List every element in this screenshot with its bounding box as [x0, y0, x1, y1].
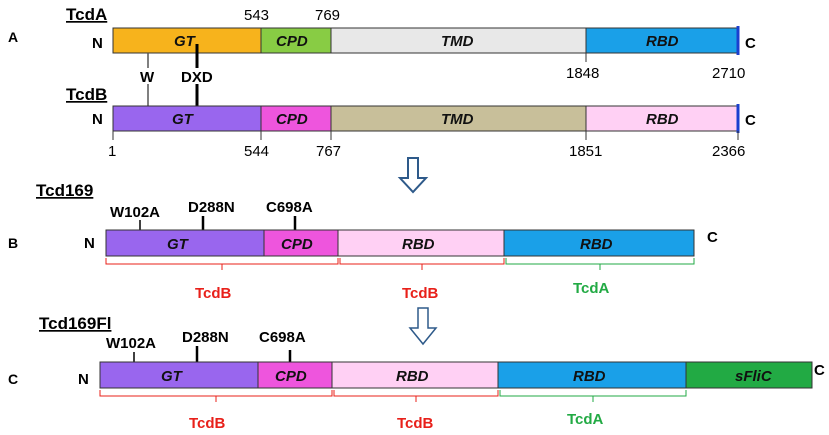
tcd169fl-sflic-domain	[685, 361, 813, 389]
tcd169fl-gt-label: GT	[161, 368, 184, 385]
tcd169fl-origin-tcdb-2: TcdB	[397, 415, 434, 432]
tcdb-rbd-domain	[585, 105, 739, 132]
tcd169fl-cpd-label: CPD	[275, 368, 307, 385]
panel-label-a: A	[8, 29, 18, 45]
tcd169fl-brace-tcda	[499, 390, 687, 402]
tcd169fl-bar	[99, 361, 813, 389]
tcd169-rbd-tcda-domain	[503, 229, 695, 257]
down-arrow-icon	[397, 157, 429, 194]
tcda-pos-543: 543	[244, 7, 269, 24]
tcda-rbd-label: RBD	[646, 33, 679, 50]
tcdb-pos-1851: 1851	[569, 143, 602, 160]
tcd169fl-rbd-tcda-domain	[497, 361, 687, 389]
tcd169fl-origin-tcda: TcdA	[567, 411, 604, 428]
tcda-cpd-domain	[260, 27, 332, 54]
tcd169-bar	[105, 229, 695, 257]
tcd169fl-c-terminus: C	[814, 362, 825, 379]
tcd169-c-terminus: C	[707, 229, 718, 246]
tcd169fl-title: Tcd169Fl	[39, 314, 111, 333]
tcd169fl-mutation-d288n: D288N	[182, 329, 229, 346]
tcda-gt-domain	[112, 27, 262, 54]
tcda-c-terminus: C	[745, 35, 756, 52]
down-arrow-icon	[408, 307, 438, 346]
tcd169fl-mutation-w102a: W102A	[106, 335, 156, 352]
tcd169fl-n-terminus: N	[78, 371, 89, 388]
tcdb-gt-domain	[112, 105, 262, 132]
tcdb-tmd-label: TMD	[441, 111, 474, 128]
motif-w-label: W	[140, 69, 155, 86]
tcd169-brace-tcdb-1	[105, 258, 339, 270]
panel-label-c: C	[8, 371, 18, 387]
tcd169-title: Tcd169	[36, 181, 93, 200]
tcd169fl-rbd-label-2: RBD	[573, 368, 606, 385]
tcdb-gt-label: GT	[172, 111, 195, 128]
tcdb-c-terminus: C	[745, 112, 756, 129]
motif-dxd-label: DXD	[181, 69, 213, 86]
panel-label-b: B	[8, 235, 18, 251]
tcd169fl-sflic-label: sFliC	[735, 368, 773, 385]
tcd169fl-brace-tcdb-2	[333, 390, 499, 402]
tcdb-pos-1: 1	[108, 143, 116, 160]
tcdb-cpd-label: CPD	[276, 111, 308, 128]
tcda-pos-769: 769	[315, 7, 340, 24]
tcdb-bar	[112, 104, 740, 133]
tcd169fl-mutation-c698a: C698A	[259, 329, 306, 346]
tcd169-origin-tcda: TcdA	[573, 280, 610, 297]
tcda-pos-2710: 2710	[712, 65, 745, 82]
tcd169-gt-domain	[105, 229, 265, 257]
tcd169fl-brace-tcdb-1	[99, 390, 333, 402]
tcd169-rbd-label-1: RBD	[402, 236, 435, 253]
tcda-pos-1848: 1848	[566, 65, 599, 82]
tcd169fl-gt-domain	[99, 361, 259, 389]
tcda-cpd-label: CPD	[276, 33, 308, 50]
tcd169-brace-tcda	[505, 258, 695, 270]
tcd169-rbd-label-2: RBD	[580, 236, 613, 253]
tcda-gt-label: GT	[174, 33, 197, 50]
tcdb-title: TcdB	[66, 85, 107, 104]
tcdb-n-terminus: N	[92, 111, 103, 128]
tcd169fl-origin-tcdb-1: TcdB	[189, 415, 226, 432]
tcdb-rbd-label: RBD	[646, 111, 679, 128]
tcd169-gt-label: GT	[167, 236, 190, 253]
tcda-tmd-label: TMD	[441, 33, 474, 50]
tcd169fl-rbd-label-1: RBD	[396, 368, 429, 385]
tcd169-n-terminus: N	[84, 235, 95, 252]
tcdb-tmd-domain	[330, 105, 587, 132]
tcdb-pos-767: 767	[316, 143, 341, 160]
tcd169-mutation-w102a: W102A	[110, 204, 160, 221]
tcd169-origin-tcdb-2: TcdB	[402, 285, 439, 302]
tcd169-mutation-d288n: D288N	[188, 199, 235, 216]
tcd169-mutation-c698a: C698A	[266, 199, 313, 216]
tcd169-cpd-label: CPD	[281, 236, 313, 253]
tcd169-rbd-tcdb-domain	[337, 229, 505, 257]
tcda-n-terminus: N	[92, 35, 103, 52]
tcd169-origin-tcdb-1: TcdB	[195, 285, 232, 302]
tcda-bar	[112, 26, 740, 55]
tcdb-pos-544: 544	[244, 143, 269, 160]
tcdb-cpd-domain	[260, 105, 332, 132]
tcda-title: TcdA	[66, 5, 107, 24]
tcd169fl-rbd-tcdb-domain	[331, 361, 499, 389]
tcdb-pos-2366: 2366	[712, 143, 745, 160]
tcd169-brace-tcdb-2	[339, 258, 505, 270]
tcda-tmd-domain	[330, 27, 587, 54]
